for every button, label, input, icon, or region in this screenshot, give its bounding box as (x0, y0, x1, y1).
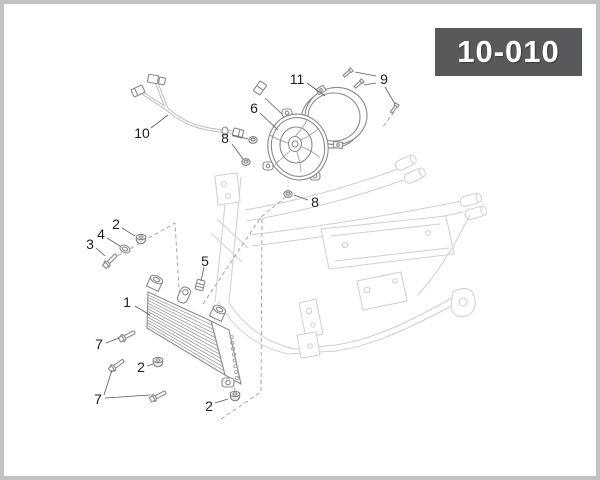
part-label-2: 2 (112, 216, 120, 232)
leader-line-2 (214, 398, 229, 404)
part-label-10: 10 (134, 125, 150, 141)
shroud-screws (342, 67, 400, 115)
fan-mount-nuts (241, 136, 293, 198)
rubber-grommets (135, 233, 241, 402)
leader-line-8 (293, 194, 309, 201)
part-label-2: 2 (205, 398, 213, 414)
leader-line-2 (146, 363, 154, 367)
part-label-7: 7 (94, 391, 102, 407)
cooling-fan (253, 80, 329, 181)
leader-line-4 (106, 237, 121, 247)
clip-nut-5 (194, 278, 206, 292)
part-label-9: 9 (380, 71, 388, 87)
leader-line-7 (105, 337, 120, 344)
frame-sketch (210, 154, 487, 359)
leader-line-10 (150, 114, 169, 129)
part-label-6: 6 (250, 100, 258, 116)
leader-line-11 (306, 82, 326, 97)
part-label-8: 8 (311, 194, 319, 210)
page-code-badge: 10-010 (435, 28, 582, 76)
mount-bolt-3 (101, 253, 118, 270)
leader-line-7 (103, 369, 113, 396)
part-label-5: 5 (201, 253, 209, 269)
leader-line-5 (200, 266, 205, 282)
leader-line-6 (259, 112, 279, 131)
part-label-7: 7 (95, 336, 103, 352)
leader-line-2 (121, 227, 136, 237)
leader-line-9 (363, 82, 377, 86)
part-label-2: 2 (137, 359, 145, 375)
wiring-harness (130, 73, 245, 139)
part-label-1: 1 (123, 294, 131, 310)
part-label-4: 4 (97, 226, 105, 242)
leader-line-8 (232, 134, 249, 140)
oil-cooler-radiator (145, 274, 242, 388)
assembly-axis-lines (111, 111, 395, 422)
leader-line-3 (95, 247, 106, 257)
radiator-screws (107, 330, 167, 403)
page-code: 10-010 (457, 34, 560, 69)
leader-line-9 (384, 86, 396, 105)
leader-line-8 (231, 143, 244, 160)
part-label-8: 8 (221, 130, 229, 146)
leader-line-1 (134, 305, 151, 316)
washer-4 (119, 244, 131, 254)
part-label-11: 11 (290, 71, 305, 87)
part-label-3: 3 (86, 236, 94, 252)
leader-line-7 (104, 394, 151, 399)
leader-line-9 (354, 71, 377, 77)
